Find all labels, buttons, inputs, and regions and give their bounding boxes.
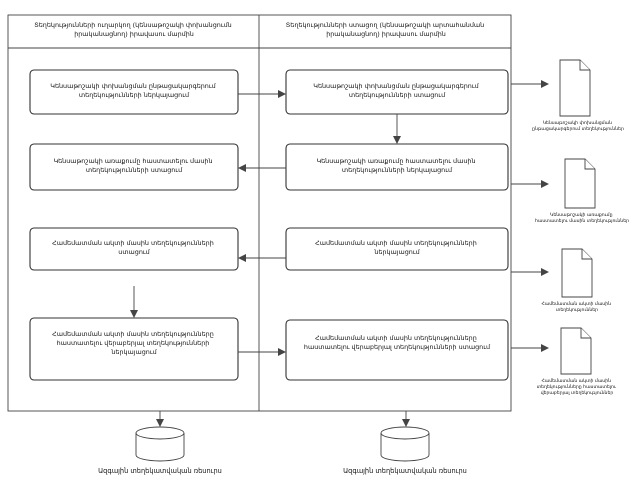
process-send-delivery-confirmation-info[interactable]: Կենսաթոշակի առաքումը հաստատելու մասին տե… [285, 143, 509, 191]
svg-text:Կենսաթոշակի փոխանցման ըն: Կենսաթոշակի փոխանցման ընթացակարգերում տե… [532, 120, 624, 132]
svg-text:Համեմատման ակտի մասին տեղեկութ: Համեմատման ակտի մասին տեղեկությունների ս… [52, 239, 216, 256]
svg-text:Համեմատման ակտի մասին տեղեկութ: Համեմատման ակտի մասին տեղեկությունները հ… [52, 330, 216, 356]
process-receive-comparison-act-confirmation[interactable]: Համեմատման ակտի մասին տեղեկությունները հ… [285, 319, 509, 381]
process-receive-delivery-confirmation-info[interactable]: Կենսաթոշակի առաքումը հաստատելու մասին տե… [29, 143, 239, 191]
process-send-comparison-act-info[interactable]: Համեմատման ակտի մասին տեղեկությունների ն… [285, 227, 509, 271]
database-icon: Ազգային տեղեկատվական ռեսուրս [343, 426, 467, 475]
process-send-comparison-act-confirmation[interactable]: Համեմատման ակտի մասին տեղեկությունները հ… [29, 317, 239, 381]
document-icon: Համեմատման ակտի մասին տեղեկությունները հ… [537, 327, 618, 396]
flow-arrows [130, 80, 549, 427]
swimlane-frame [7, 14, 512, 412]
document-label: Համեմատման ակտի մասին [541, 301, 611, 307]
svg-text:Կենսաթոշակի առաքումը հաստատելո: Կենսաթոշակի առաքումը հաստատելու մասին տե… [316, 157, 477, 174]
svg-text:Համեմատման ակտի մասին տեղեկութ: Համեմատման ակտի մասին տեղեկությունները հ… [304, 334, 491, 351]
svg-text:Կենսաթոշակի առաքումը հաստատելո: Կենսաթոշակի առաքումը հաստատելու մասին տե… [53, 157, 214, 174]
svg-text:Համեմատման ակտի մասին տե: Համեմատման ակտի մասին տեղեկությունները հ… [537, 378, 618, 396]
svg-text:Կենսաթոշակի փոխանցման ընթացակա: Կենսաթոշակի փոխանցման ընթացակարգերում տե… [50, 82, 217, 99]
document-label: Համեմատման ակտի մասին [541, 378, 611, 384]
svg-text:Կենսաթոշակի փոխանցման ընթացակա: Կենսաթոշակի փոխանցման ընթացակարգերում տե… [313, 82, 480, 99]
lane-title-receiver: Տեղեկությունների ստացող (կենսաթոշակի արտ… [286, 21, 486, 38]
process-send-pension-transfer-info[interactable]: Կենսաթոշակի փոխանցման ընթացակարգերում տե… [29, 69, 239, 115]
document-icon: Կենսաթոշակի առաքումը հաստատելու մասին տե… [535, 158, 629, 224]
svg-text:Համեմատման ակտի մասին տեղեկութ: Համեմատման ակտի մասին տեղեկությունների ն… [315, 239, 479, 256]
process-receive-comparison-act-info[interactable]: Համեմատման ակտի մասին տեղեկությունների ս… [29, 227, 239, 271]
svg-text:Համեմատման ակտի մասին տե: Համեմատման ակտի մասին տեղեկություններ [541, 301, 612, 313]
database-icon: Ազգային տեղեկատվական ռեսուրս [98, 426, 222, 475]
document-icon: Կենսաթոշակի փոխանցման ընթացակարգերում տե… [532, 59, 624, 132]
process-receive-pension-transfer-info[interactable]: Կենսաթոշակի փոխանցման ընթացակարգերում տե… [285, 69, 509, 115]
document-label: Կենսաթոշակի առաքումը [550, 212, 613, 218]
database-label-left: Ազգային տեղեկատվական ռեսուրս [98, 467, 222, 475]
document-icon: Համեմատման ակտի մասին տեղեկություններ [541, 248, 612, 313]
svg-text:Կենսաթոշակի առաքումը հաս: Կենսաթոշակի առաքումը հաստատելու մասին տե… [535, 212, 629, 224]
database-label-right: Ազգային տեղեկատվական ռեսուրս [343, 467, 467, 475]
document-label: Կենսաթոշակի փոխանցման [543, 120, 612, 126]
lane-title-sender: Տեղեկությունների ուղարկող (կենսաթոշակի փ… [34, 21, 234, 38]
